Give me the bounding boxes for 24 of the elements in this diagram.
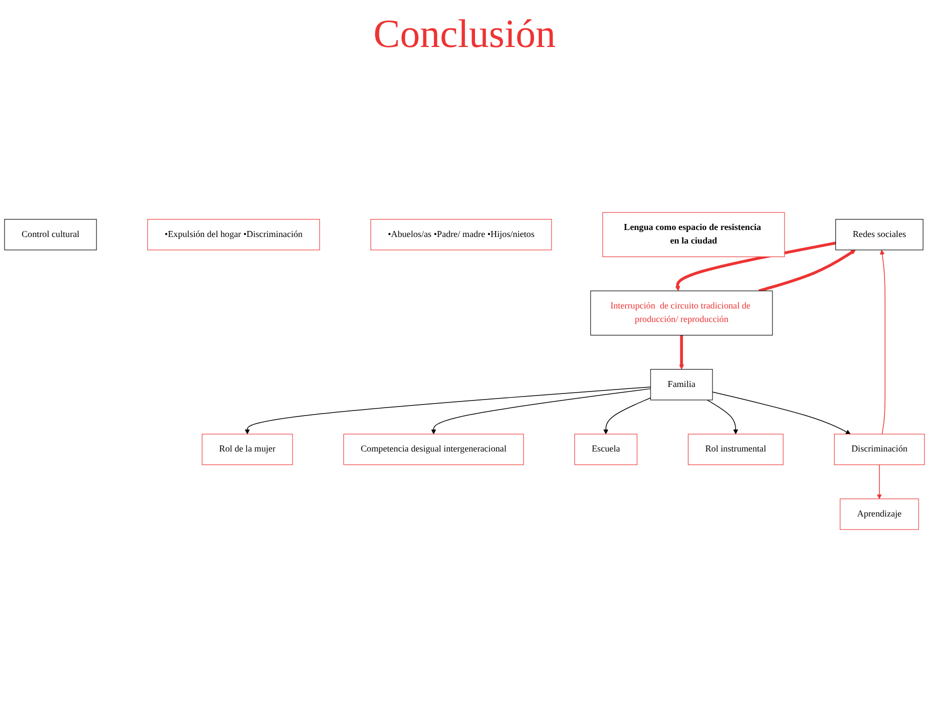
node-box: Escuela xyxy=(574,434,638,466)
node-box: Competencia desigual intergeneracional xyxy=(343,434,524,466)
node-box: Interrupción de circuito tradicional de producción/ reproducción xyxy=(590,290,773,336)
arrow xyxy=(431,388,651,434)
node-box: Familia xyxy=(650,369,713,400)
node-box: Rol de la mujer xyxy=(202,434,293,466)
arrow xyxy=(675,242,836,292)
arrow xyxy=(244,386,651,434)
arrow xyxy=(679,335,684,370)
node-box: Lengua como espacio de resistencia en la ciudad xyxy=(602,212,785,258)
node-box: Rol instrumental xyxy=(688,434,784,466)
node-box: Redes sociales xyxy=(835,218,924,250)
arrow xyxy=(758,250,856,292)
node-box: •Abuelos/as •Padre/ madre •Hijos/nietos xyxy=(370,218,552,250)
arrow xyxy=(880,250,886,434)
arrow xyxy=(712,392,851,434)
title: Conclusión xyxy=(372,10,557,57)
arrow xyxy=(603,398,651,434)
node-box: •Expulsión del hogar •Discriminación xyxy=(147,218,320,250)
arrow xyxy=(876,464,882,500)
node-box: Discriminación xyxy=(834,434,925,466)
node-box: Control cultural xyxy=(4,218,97,250)
arrow xyxy=(706,400,738,434)
node-box: Aprendizaje xyxy=(840,498,919,530)
